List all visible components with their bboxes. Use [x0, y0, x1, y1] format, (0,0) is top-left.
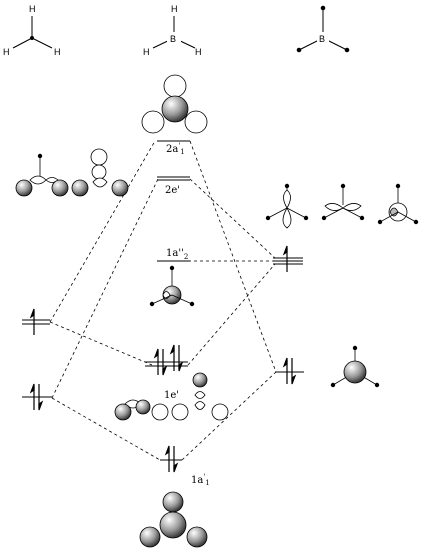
- s-orbital-sphere: [71, 179, 89, 197]
- correlation-lines: [49, 140, 277, 461]
- spin-up-arrow: [153, 348, 159, 375]
- orbital-1a1: [139, 491, 208, 548]
- spin-down-arrow: [38, 384, 44, 411]
- s-orbital-sphere: [15, 179, 33, 197]
- s-orbital-sphere: [192, 372, 208, 388]
- s-orbital-sphere: [186, 526, 208, 548]
- frag-center-bg: [317, 32, 329, 44]
- label-1a2: 1a''2: [166, 248, 188, 261]
- s-orbital-sphere: [111, 179, 129, 197]
- spin-up-arrow: [29, 308, 35, 335]
- orbital-2e: [15, 148, 129, 197]
- bh3-h-right: H: [195, 47, 202, 57]
- s-orbital-sphere: [114, 403, 132, 421]
- orbital-p-set: [265, 183, 419, 229]
- ch3-h-left: H: [3, 47, 10, 57]
- spin-arrows: [29, 245, 297, 473]
- molecule-b-fragment: [296, 5, 350, 53]
- svg-text:2a'1: 2a'1: [166, 142, 185, 156]
- s-orbital-sphere: [51, 179, 69, 197]
- label-1e: 1e': [164, 390, 179, 401]
- bh3-h-top: H: [171, 4, 178, 14]
- bh3-center: B: [170, 34, 176, 44]
- s-orbital-sphere: [161, 95, 189, 123]
- s-orbital-sphere: [159, 511, 187, 539]
- s-orbital-sphere: [135, 399, 151, 415]
- spin-up-arrow: [29, 383, 35, 410]
- label-1a1: 1a'1: [191, 473, 210, 487]
- s-orbital-sphere: [139, 526, 161, 548]
- spin-up-arrow: [282, 357, 288, 384]
- spin-up-arrow: [169, 344, 175, 371]
- svg-text:1a''2: 1a''2: [166, 248, 188, 261]
- orbital-2a1: [141, 74, 208, 134]
- spin-down-arrow: [291, 358, 297, 385]
- spin-up-arrow: [282, 245, 288, 272]
- frag-center: B: [319, 34, 325, 44]
- spin-down-arrow: [162, 349, 168, 376]
- ch3-h-right: H: [54, 47, 61, 57]
- orbital-s-right: [330, 345, 380, 388]
- bh3-h-left: H: [143, 47, 150, 57]
- s-orbital-sphere: [343, 360, 367, 384]
- spin-up-arrow: [164, 445, 170, 472]
- bh3-center-bg: [167, 32, 181, 44]
- spin-down-arrow: [178, 345, 184, 372]
- svg-text:1a'1: 1a'1: [191, 473, 210, 487]
- spin-down-arrow: [173, 446, 179, 473]
- s-orbital-sphere: [162, 491, 184, 513]
- orbital-1a2: [149, 265, 195, 307]
- label-2e: 2e': [165, 185, 180, 196]
- ch3-h-top: H: [29, 4, 36, 14]
- molecule-ch3: [12, 16, 53, 49]
- label-2a1: 2a'1: [166, 142, 185, 156]
- orbital-1e: [114, 372, 229, 421]
